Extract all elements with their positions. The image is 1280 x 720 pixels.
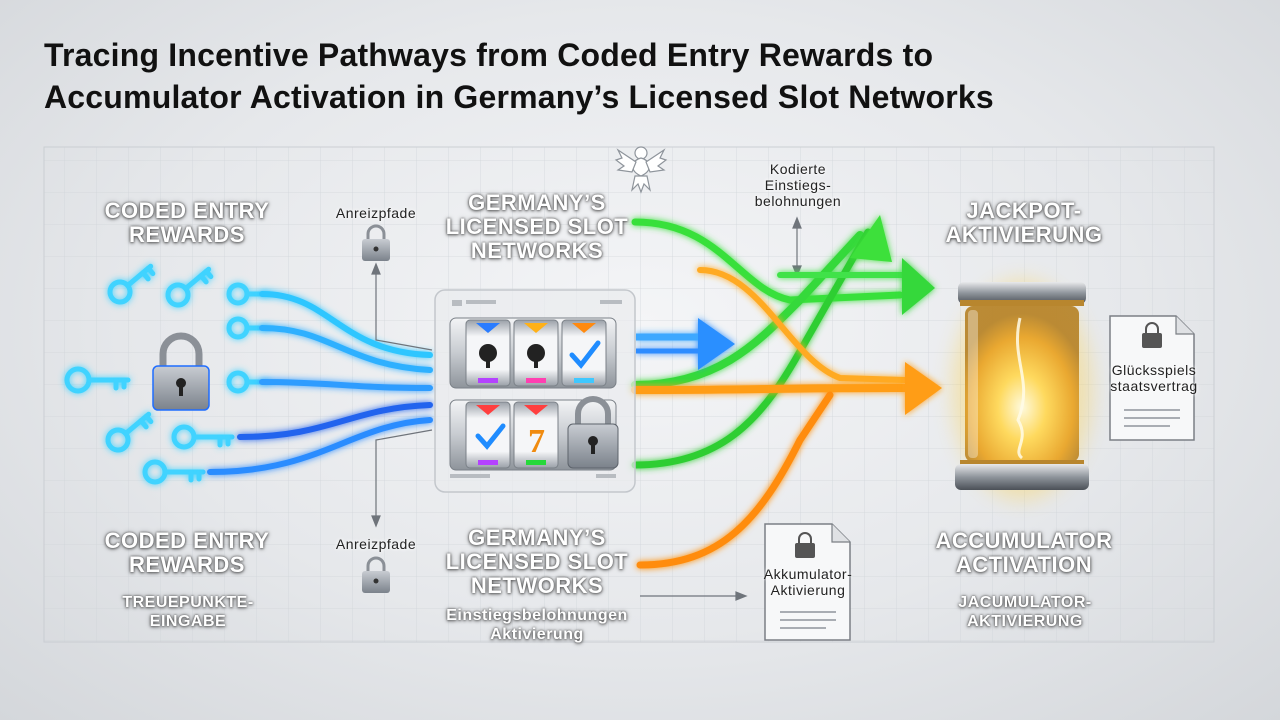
path-label-top: Anreizpfade <box>335 205 417 221</box>
right-bottom-sub-line-2: AKTIVIERUNG <box>967 613 1083 630</box>
right-bottom-heading-line-2: ACTIVATION <box>955 552 1093 577</box>
left-top-heading: CODED ENTRY REWARDS <box>98 199 276 247</box>
title-line-2: Accumulator Activation in Germany’s Lice… <box>44 79 994 115</box>
checkmark-icon <box>475 423 506 450</box>
kodierte-line-1: Kodierte <box>769 161 827 177</box>
green-pathways <box>631 218 908 469</box>
center-bottom-heading-line-3: NETWORKS <box>470 573 604 598</box>
right-top-heading: JACKPOT- AKTIVIERUNG <box>928 199 1120 247</box>
padlock-icon <box>362 224 390 261</box>
left-bottom-sub-line-1: TREUEPUNKTE- <box>122 594 254 611</box>
key-icon <box>64 366 131 394</box>
left-bottom-sub: TREUEPUNKTE- EINGABE <box>108 593 268 631</box>
treaty-doc-line-1: Glücksspiels <box>1111 362 1197 378</box>
accumulator-doc-line-1: Akkumulator- <box>763 566 853 582</box>
left-bottom-sub-line-2: EINGABE <box>149 613 227 630</box>
blue-arrow <box>636 318 735 370</box>
left-top-heading-line-2: REWARDS <box>129 222 245 247</box>
center-bottom-sub-line-2: Aktivierung <box>490 626 584 643</box>
center-bottom-heading-line-2: LICENSED SLOT <box>445 549 629 574</box>
page-title: Tracing Incentive Pathways from Coded En… <box>44 34 1244 118</box>
right-bottom-heading-line-1: ACCUMULATOR <box>935 528 1113 553</box>
key-icon <box>142 459 206 485</box>
document-icon <box>1109 315 1195 441</box>
center-bottom-sub: Einstiegsbelohnungen Aktivierung <box>426 606 648 644</box>
slot-machine: 7 <box>434 289 636 493</box>
accumulator-doc-line-2: Aktivierung <box>770 582 846 598</box>
treaty-document-text: Glücksspiels staatsvertrag <box>1094 362 1214 394</box>
right-top-heading-line-2: AKTIVIERUNG <box>945 222 1103 247</box>
right-bottom-heading: ACCUMULATOR ACTIVATION <box>914 529 1134 577</box>
path-label-bottom: Anreizpfade <box>335 536 417 552</box>
accumulator-document-text: Akkumulator- Aktivierung <box>750 566 866 598</box>
kodierte-line-3: belohnungen <box>754 193 842 209</box>
center-bottom-sub-line-1: Einstiegsbelohnungen <box>446 607 628 624</box>
left-top-heading-line-1: CODED ENTRY <box>104 198 270 223</box>
left-bottom-heading-line-2: REWARDS <box>129 552 245 577</box>
center-top-heading-line-2: LICENSED SLOT <box>445 214 629 239</box>
kodierte-line-2: Einstiegs- <box>764 177 832 193</box>
left-bottom-heading-line-1: CODED ENTRY <box>104 528 270 553</box>
title-line-1: Tracing Incentive Pathways from Coded En… <box>44 37 934 73</box>
center-top-heading-line-3: NETWORKS <box>470 238 604 263</box>
arrow-icon <box>850 215 942 415</box>
seven-icon: 7 <box>528 423 545 460</box>
padlock-icon <box>362 556 390 593</box>
left-bottom-heading: CODED ENTRY REWARDS <box>98 529 276 577</box>
center-bottom-heading: GERMANY’S LICENSED SLOT NETWORKS <box>430 526 644 598</box>
orange-pathways <box>631 267 909 569</box>
blue-pathways <box>207 291 433 475</box>
center-top-heading: GERMANY’S LICENSED SLOT NETWORKS <box>430 191 644 263</box>
key-icon <box>171 424 235 450</box>
connector-lines <box>371 216 802 601</box>
right-top-heading-line-1: JACKPOT- <box>966 198 1082 223</box>
eagle-icon <box>614 146 668 194</box>
key-icon <box>105 411 154 453</box>
right-bottom-sub-line-1: JACUMULATOR- <box>958 594 1092 611</box>
treaty-doc-line-2: staatsvertrag <box>1110 378 1198 394</box>
document-icon <box>764 523 851 641</box>
right-bottom-sub: JACUMULATOR- AKTIVIERUNG <box>930 593 1120 631</box>
checkmark-icon <box>569 340 601 369</box>
center-bottom-heading-line-1: GERMANY’S <box>468 525 606 550</box>
center-top-heading-line-1: GERMANY’S <box>468 190 606 215</box>
key-icon <box>165 266 214 308</box>
padlock-icon <box>152 332 210 411</box>
jackpot-cylinder-icon <box>952 280 1092 500</box>
kodierte-annotation: Kodierte Einstiegs- belohnungen <box>730 161 866 209</box>
key-icon <box>107 263 156 305</box>
